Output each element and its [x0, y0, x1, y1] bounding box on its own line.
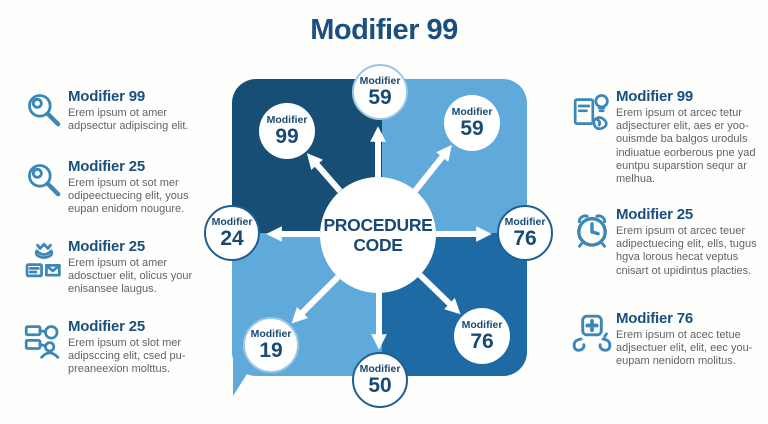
node-modifier-24-left: Modifier 24: [204, 205, 260, 261]
procedure-code-hub: PROCEDURE CODE: [320, 177, 436, 293]
item-title: Modifier 25: [68, 238, 145, 255]
node-label: Modifier: [211, 215, 253, 228]
magnifier-icon: [20, 88, 68, 130]
node-modifier-76-bottom-right: Modifier 76: [454, 308, 510, 364]
alarm-clock-icon: [568, 206, 616, 254]
node-modifier-76-right: Modifier 76: [497, 205, 553, 261]
list-item: Modifier 99 Erem ipsum ot arcec tetur ad…: [568, 88, 768, 186]
item-title: Modifier 76: [616, 310, 693, 327]
node-modifier-19-bottom-left: Modifier 19: [243, 317, 299, 373]
list-item: Modifier 25 Erem ipsum ot sot mer odipee…: [20, 158, 214, 217]
medical-cross-hands-icon: [568, 310, 616, 356]
item-title: Modifier 25: [68, 158, 145, 175]
node-label: Modifier: [359, 362, 401, 375]
item-title: Modifier 99: [616, 88, 693, 105]
list-item: Modifier 99 Erem ipsum ot amer adpsectur…: [20, 88, 214, 133]
org-people-icon: [20, 318, 68, 364]
node-number: 59: [460, 117, 484, 141]
node-number: 19: [259, 339, 283, 363]
node-number: 59: [368, 86, 392, 110]
node-modifier-50-bottom: Modifier 50: [352, 352, 408, 408]
node-number: 24: [220, 227, 244, 251]
list-item: Modifier 76 Erem ipsum ot acec tetue adj…: [568, 310, 768, 369]
document-idea-icon: [568, 88, 616, 138]
item-body: Erem ipsum ot arcec tetur adjsecturer el…: [616, 107, 756, 185]
hub-line-2: CODE: [353, 235, 403, 255]
list-item: Modifier 25 Erem ipsum ot amer adosctuer…: [20, 238, 214, 297]
list-item: Modifier 25 Erem ipsum ot arcec teuer ad…: [568, 206, 768, 278]
node-number: 99: [275, 125, 299, 149]
item-body: Erem ipsum ot sot mer odipeectuecing eli…: [68, 177, 189, 216]
node-number: 50: [368, 374, 392, 398]
node-label: Modifier: [250, 327, 292, 340]
node-label: Modifier: [504, 215, 546, 228]
node-modifier-99-top-left: Modifier 99: [259, 103, 315, 159]
list-item: Modifier 25 Erem ipsum ot slot mer adips…: [20, 318, 214, 377]
item-body: Erem ipsum ot slot mer adipsccing elit, …: [68, 337, 186, 376]
item-body: Erem ipsum ot arcec teuer adipectuecing …: [616, 225, 757, 277]
node-number: 76: [513, 227, 537, 251]
celebration-checklist-icon: [20, 238, 68, 286]
node-label: Modifier: [359, 74, 401, 87]
node-modifier-59-top: Modifier 59: [352, 64, 408, 120]
node-label: Modifier: [266, 113, 308, 126]
item-title: Modifier 25: [68, 318, 145, 335]
node-label: Modifier: [451, 105, 493, 118]
magnifier-icon: [20, 158, 68, 200]
item-title: Modifier 99: [68, 88, 145, 105]
node-label: Modifier: [461, 318, 503, 331]
node-number: 76: [470, 330, 494, 354]
item-body: Erem ipsum ot amer adosctuer elit, olicu…: [68, 257, 193, 296]
hub-line-1: PROCEDURE: [323, 214, 433, 235]
node-modifier-59-top-right: Modifier 59: [444, 95, 500, 151]
item-body: Erem ipsum ot acec tetue adjsectuer elit…: [616, 329, 753, 368]
item-body: Erem ipsum ot amer adpsectur adipiscing …: [68, 107, 189, 133]
page-title: Modifier 99: [310, 14, 458, 46]
item-title: Modifier 25: [616, 206, 693, 223]
